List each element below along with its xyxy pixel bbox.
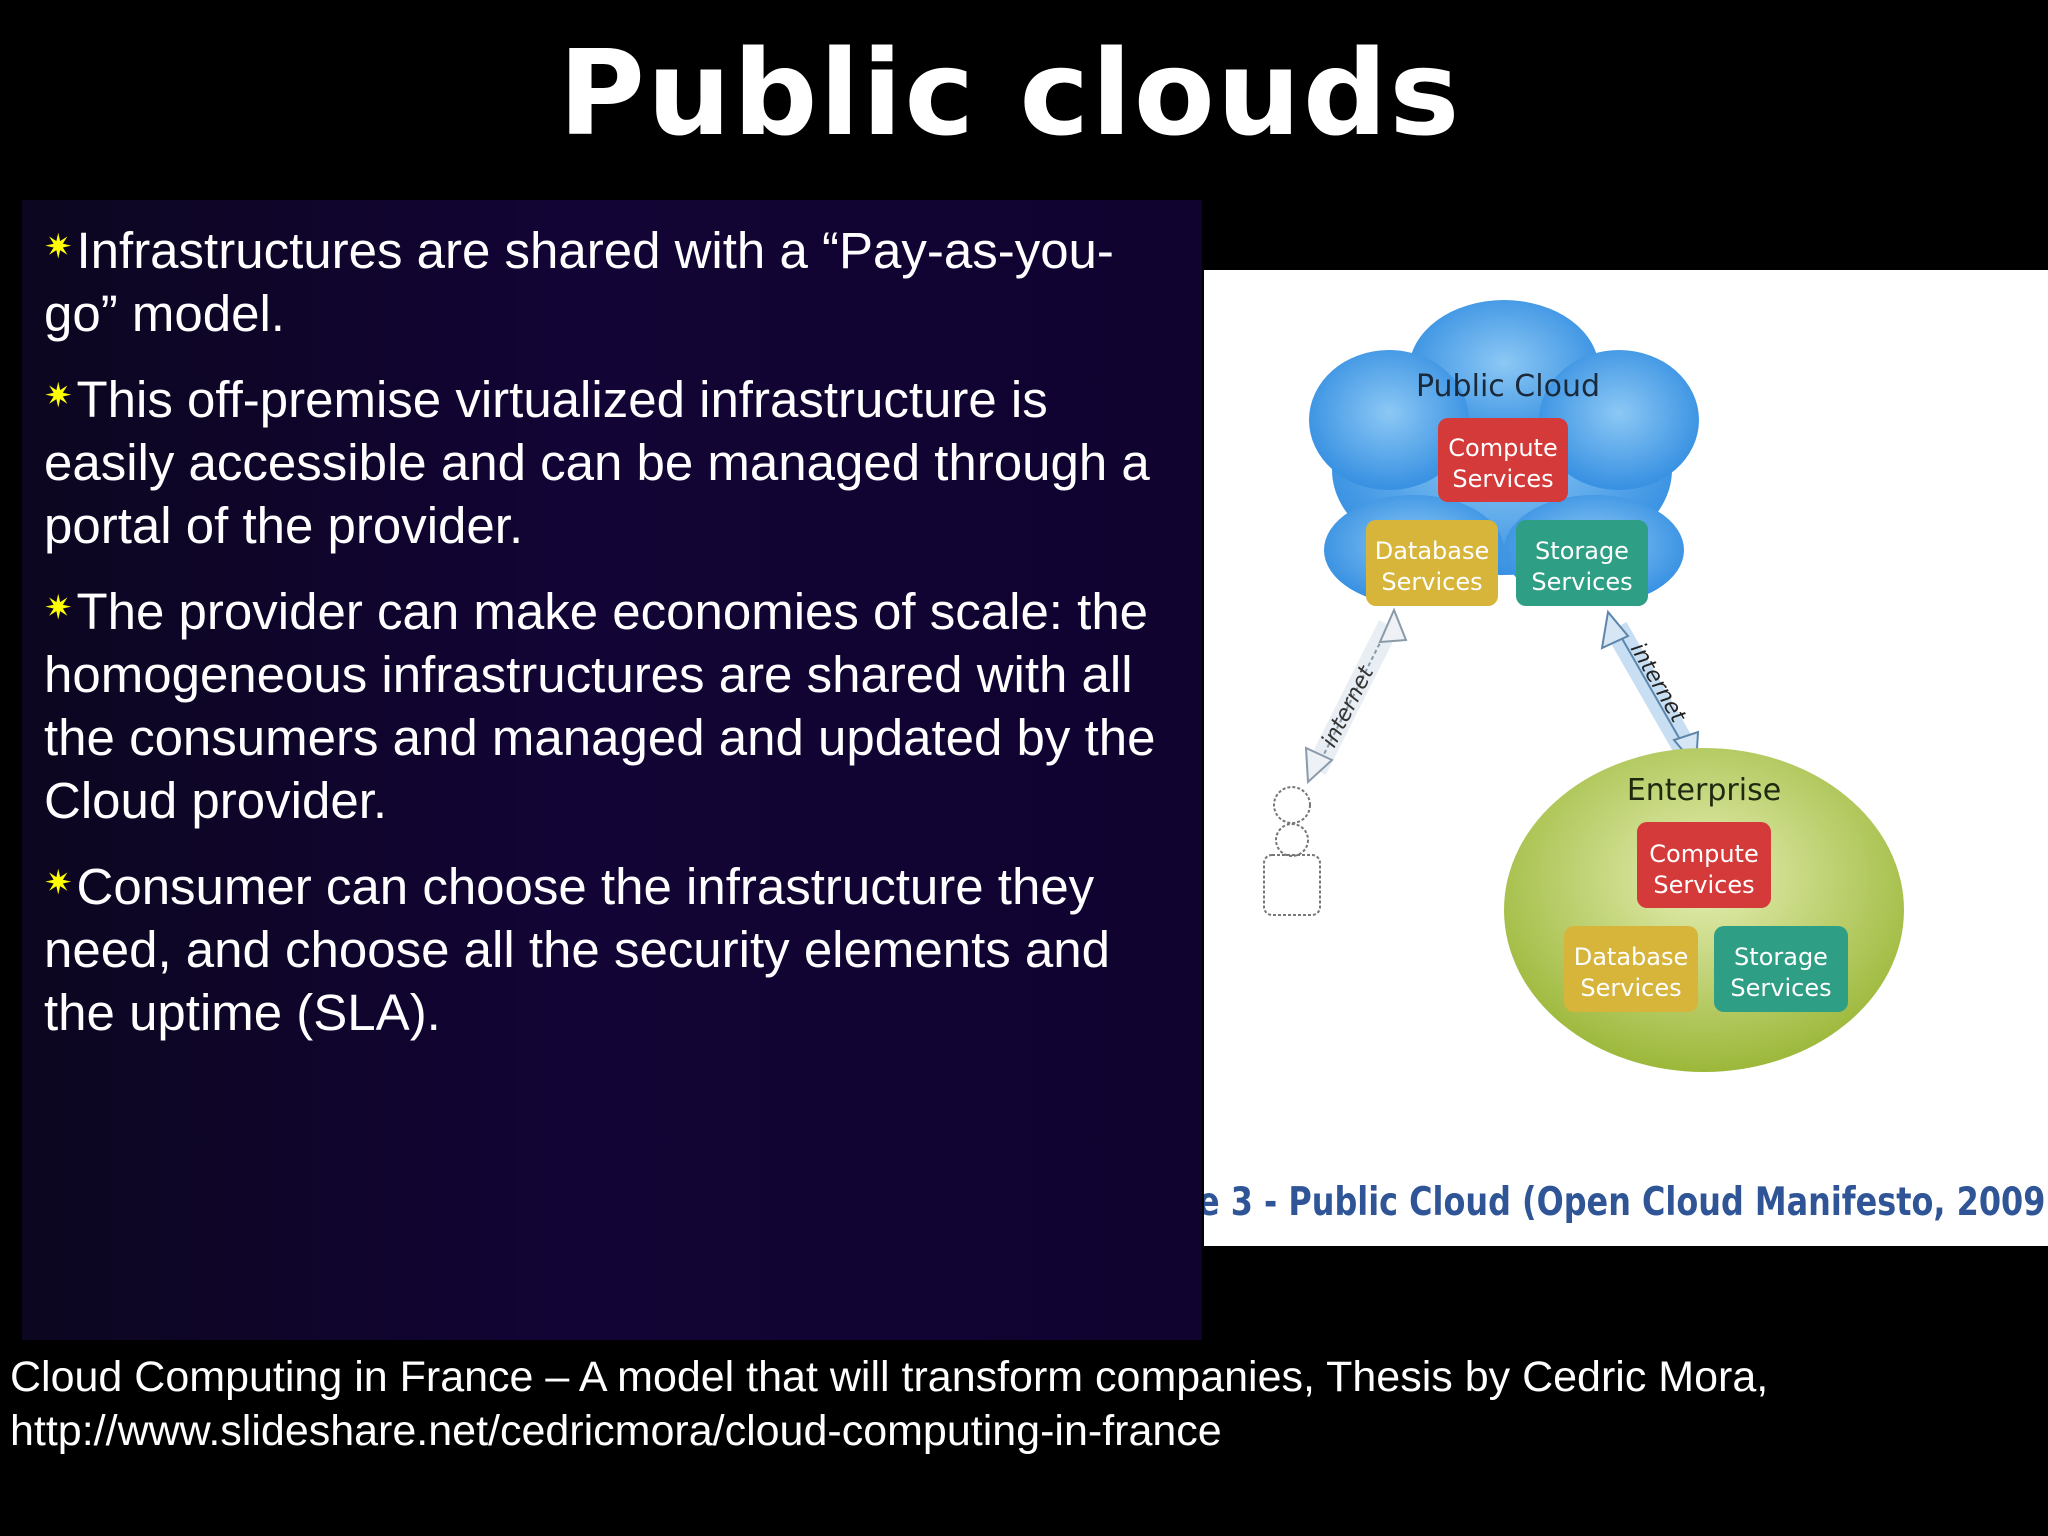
services-label: Services [1653,871,1754,899]
bullet-text: This off-premise virtualized infrastruct… [44,371,1150,554]
database-label: Database [1375,537,1490,565]
services-label: Services [1381,568,1482,596]
services-label: Services [1452,465,1553,493]
figure-caption: e 3 - Public Cloud (Open Cloud Manifesto… [1204,1180,2048,1225]
slide-title: Public clouds [558,24,1462,162]
star-bullet-icon: ✷ [44,863,73,903]
enterprise-storage-box [1714,926,1848,1012]
bullet-text: The provider can make economies of scale… [44,583,1156,829]
star-bullet-icon: ✷ [44,588,73,628]
bullet-list: ✷Infrastructures are shared with a “Pay-… [44,216,1182,1044]
bullet-text: Infrastructures are shared with a “Pay-a… [44,222,1114,342]
citation-line: Cloud Computing in France – A model that… [10,1353,1769,1401]
user-icon [1263,786,1321,916]
bullet-item: ✷The provider can make economies of scal… [44,577,1182,832]
public-cloud-diagram: Public Cloud Compute Services Database S… [1204,300,2048,1225]
services-label: Services [1730,974,1831,1002]
source-citation: Cloud Computing in France – A model that… [10,1350,2030,1458]
compute-label: Compute [1448,434,1557,462]
bullet-text: Consumer can choose the infrastructure t… [44,858,1111,1041]
storage-label: Storage [1734,943,1828,971]
star-bullet-icon: ✷ [44,227,73,267]
compute-services-box [1438,418,1568,502]
star-bullet-icon: ✷ [44,376,73,416]
enterprise-label: Enterprise [1627,773,1781,808]
bullet-panel: ✷Infrastructures are shared with a “Pay-… [22,200,1202,1340]
public-cloud-figure: Public Cloud Compute Services Database S… [1204,270,2048,1246]
database-services-box [1366,520,1498,606]
enterprise-compute-box [1637,822,1771,908]
compute-label: Compute [1649,840,1758,868]
storage-services-box [1516,520,1648,606]
public-cloud-label: Public Cloud [1416,369,1600,404]
services-label: Services [1531,568,1632,596]
bullet-item: ✷Consumer can choose the infrastructure … [44,852,1182,1044]
services-label: Services [1580,974,1681,1002]
database-label: Database [1574,943,1689,971]
bullet-item: ✷This off-premise virtualized infrastruc… [44,365,1182,557]
internet-label-left: internet [1317,661,1380,751]
enterprise-database-box [1564,926,1698,1012]
storage-label: Storage [1535,537,1629,565]
citation-url: http://www.slideshare.net/cedricmora/clo… [10,1407,1222,1455]
internet-arrow-left [1304,607,1408,785]
bullet-item: ✷Infrastructures are shared with a “Pay-… [44,216,1182,345]
